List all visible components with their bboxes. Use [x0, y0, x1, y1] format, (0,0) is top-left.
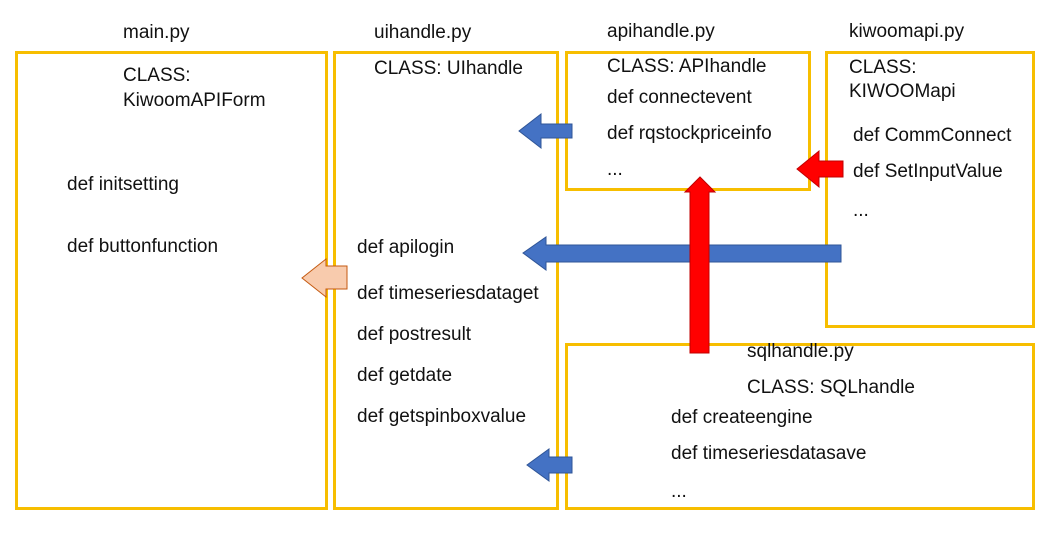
kiwoomapi-class-label: CLASS: — [849, 57, 917, 78]
kiwoomapi-method-ellipsis: ... — [853, 200, 869, 221]
kiwoomapi-class-name: KIWOOMapi — [849, 81, 956, 102]
sqlhandle-method-ellipsis: ... — [671, 481, 687, 502]
uihandle-class: CLASS: UIhandle — [374, 58, 523, 79]
main-class-name: KiwoomAPIForm — [123, 90, 266, 111]
uihandle-method-getdate: def getdate — [357, 365, 453, 386]
sqlhandle-file-label: sqlhandle.py — [747, 341, 854, 362]
main-method-buttonfunction: def buttonfunction — [67, 236, 219, 257]
main-class-label: CLASS: — [123, 65, 191, 86]
apihandle-method-rqstockpriceinfo: def rqstockpriceinfo — [607, 123, 772, 144]
uihandle-method-postresult: def postresult — [357, 324, 472, 345]
uihandle-method-timeseriesdataget: def timeseriesdataget — [357, 283, 539, 304]
kiwoomapi-module-box — [825, 51, 1035, 328]
arrow-uihandle-to-main — [301, 257, 348, 299]
sqlhandle-module-box — [565, 343, 1035, 510]
kiwoomapi-method-setinputvalue: def SetInputValue — [853, 161, 1003, 182]
uihandle-method-getspinboxvalue: def getspinboxvalue — [357, 406, 527, 427]
arrow-sqlhandle-to-apihandle — [683, 176, 717, 354]
apihandle-file-label: apihandle.py — [607, 21, 715, 42]
uihandle-file-label: uihandle.py — [374, 22, 472, 43]
kiwoomapi-file-label: kiwoomapi.py — [849, 21, 965, 42]
sqlhandle-class: CLASS: SQLhandle — [747, 377, 915, 398]
sqlhandle-method-createengine: def createengine — [671, 407, 813, 428]
main-method-initsetting: def initsetting — [67, 174, 179, 195]
apihandle-method-ellipsis: ... — [607, 159, 623, 180]
main-file-label: main.py — [123, 22, 190, 43]
apihandle-method-connectevent: def connectevent — [607, 87, 752, 108]
arrow-kiwoomapi-to-apihandle — [796, 149, 844, 189]
apihandle-class: CLASS: APIhandle — [607, 56, 767, 77]
kiwoomapi-method-commconnect: def CommConnect — [853, 125, 1012, 146]
arrow-apihandle-to-uihandle — [518, 112, 573, 150]
sqlhandle-method-timeseriesdatasave: def timeseriesdatasave — [671, 443, 867, 464]
arrow-sqlhandle-to-uihandle — [526, 448, 573, 482]
uihandle-method-apilogin: def apilogin — [357, 237, 455, 258]
arrow-kiwoomapi-to-uihandle — [522, 236, 842, 271]
